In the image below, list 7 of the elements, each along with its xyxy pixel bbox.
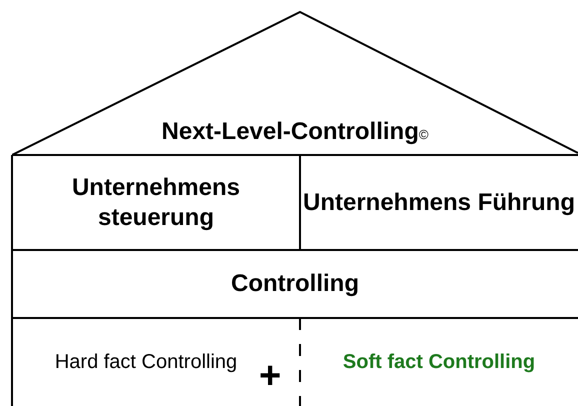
- cell-text: Controlling: [231, 269, 359, 299]
- roof-shape: [12, 10, 578, 155]
- cell-text: Unternehmens Führung: [302, 188, 575, 218]
- cell-text: Unternehmens steuerung: [70, 172, 242, 232]
- cell-text: Hard fact Controlling: [54, 350, 238, 374]
- plus-sign: +: [259, 357, 282, 395]
- cell-text: Soft fact Controlling: [342, 350, 536, 374]
